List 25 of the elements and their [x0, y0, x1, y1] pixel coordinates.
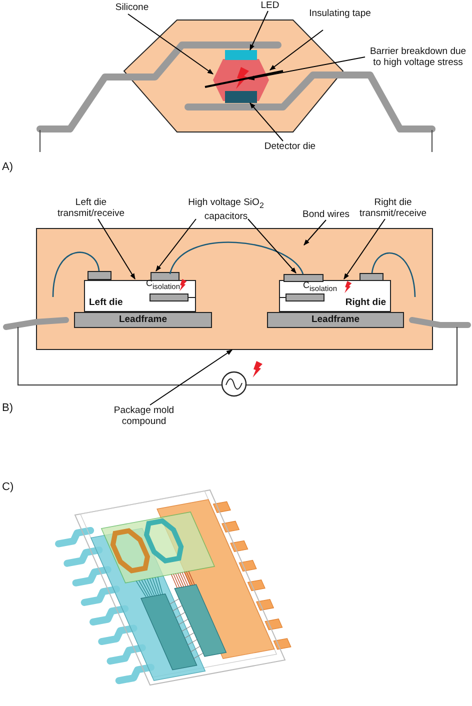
insulating-tape	[204, 70, 284, 88]
lightning-icon	[235, 67, 249, 89]
capacitance-label: C$_{isolation}$	[146, 279, 180, 291]
leader-line	[248, 56, 366, 80]
callout-label: Insulating tape	[309, 8, 371, 30]
panel-label: B)	[2, 402, 13, 415]
leader-line	[150, 350, 232, 406]
led-chip	[225, 50, 257, 60]
detector-die	[225, 91, 257, 103]
callout-label: LED	[258, 0, 282, 11]
callout-label: Package mold compound	[104, 405, 184, 427]
callout-label: Silicone	[112, 2, 152, 14]
panel-label: A)	[2, 161, 13, 174]
leader-line	[128, 14, 214, 74]
capacitance-label: C$_{isolation}$	[303, 281, 338, 293]
callout-label: High voltage SiO$_{2}$ capacitors	[178, 197, 274, 219]
panel-label: C)	[2, 481, 14, 494]
callout-label: Left die transmit/receive	[46, 197, 136, 219]
leadframe: Leadframe	[267, 312, 404, 328]
callout-label: Detector die	[255, 141, 325, 152]
mold-compound-package	[36, 228, 433, 350]
die-label: Right die	[345, 297, 386, 308]
die-label: Left die	[89, 297, 123, 308]
leadframe: Leadframe	[74, 312, 212, 328]
callout-label: Barrier breakdown due to high voltage stress	[365, 46, 471, 68]
